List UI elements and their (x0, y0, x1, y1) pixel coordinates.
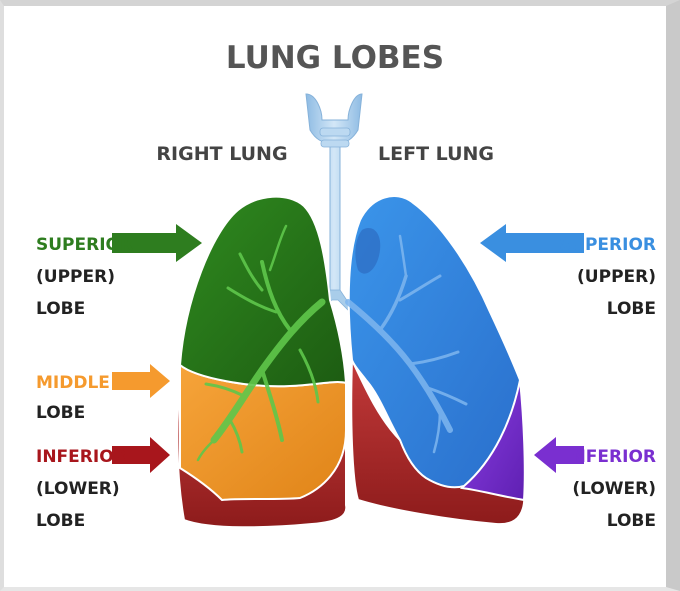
label-superior-left: SUPERIOR (559, 235, 656, 255)
label-lobe-middle-right: LOBE (36, 403, 85, 423)
label-lower-left: (LOWER) (572, 479, 656, 499)
right-superior-lobe (180, 197, 346, 387)
label-lobe-superior-right: LOBE (36, 299, 85, 319)
label-lobe-superior-left: LOBE (607, 299, 656, 319)
label-inferior-right: INFERIOR (36, 447, 127, 467)
label-inferior-left: INFERIOR (565, 447, 656, 467)
label-superior-right: SUPERIOR (36, 235, 133, 255)
left-lung-label: LEFT LUNG (378, 143, 494, 165)
label-upper-right: (UPPER) (36, 267, 115, 287)
arrow-middle-right-lung (112, 364, 170, 398)
label-lobe-inferior-right: LOBE (36, 511, 85, 531)
page-title: LUNG LOBES (226, 40, 444, 76)
right-lung-label: RIGHT LUNG (156, 143, 287, 165)
label-upper-left: (UPPER) (577, 267, 656, 287)
label-middle-right: MIDDLE (36, 373, 110, 393)
label-lobe-inferior-left: LOBE (607, 511, 656, 531)
right-lung (177, 197, 346, 528)
label-lower-right: (LOWER) (36, 479, 120, 499)
